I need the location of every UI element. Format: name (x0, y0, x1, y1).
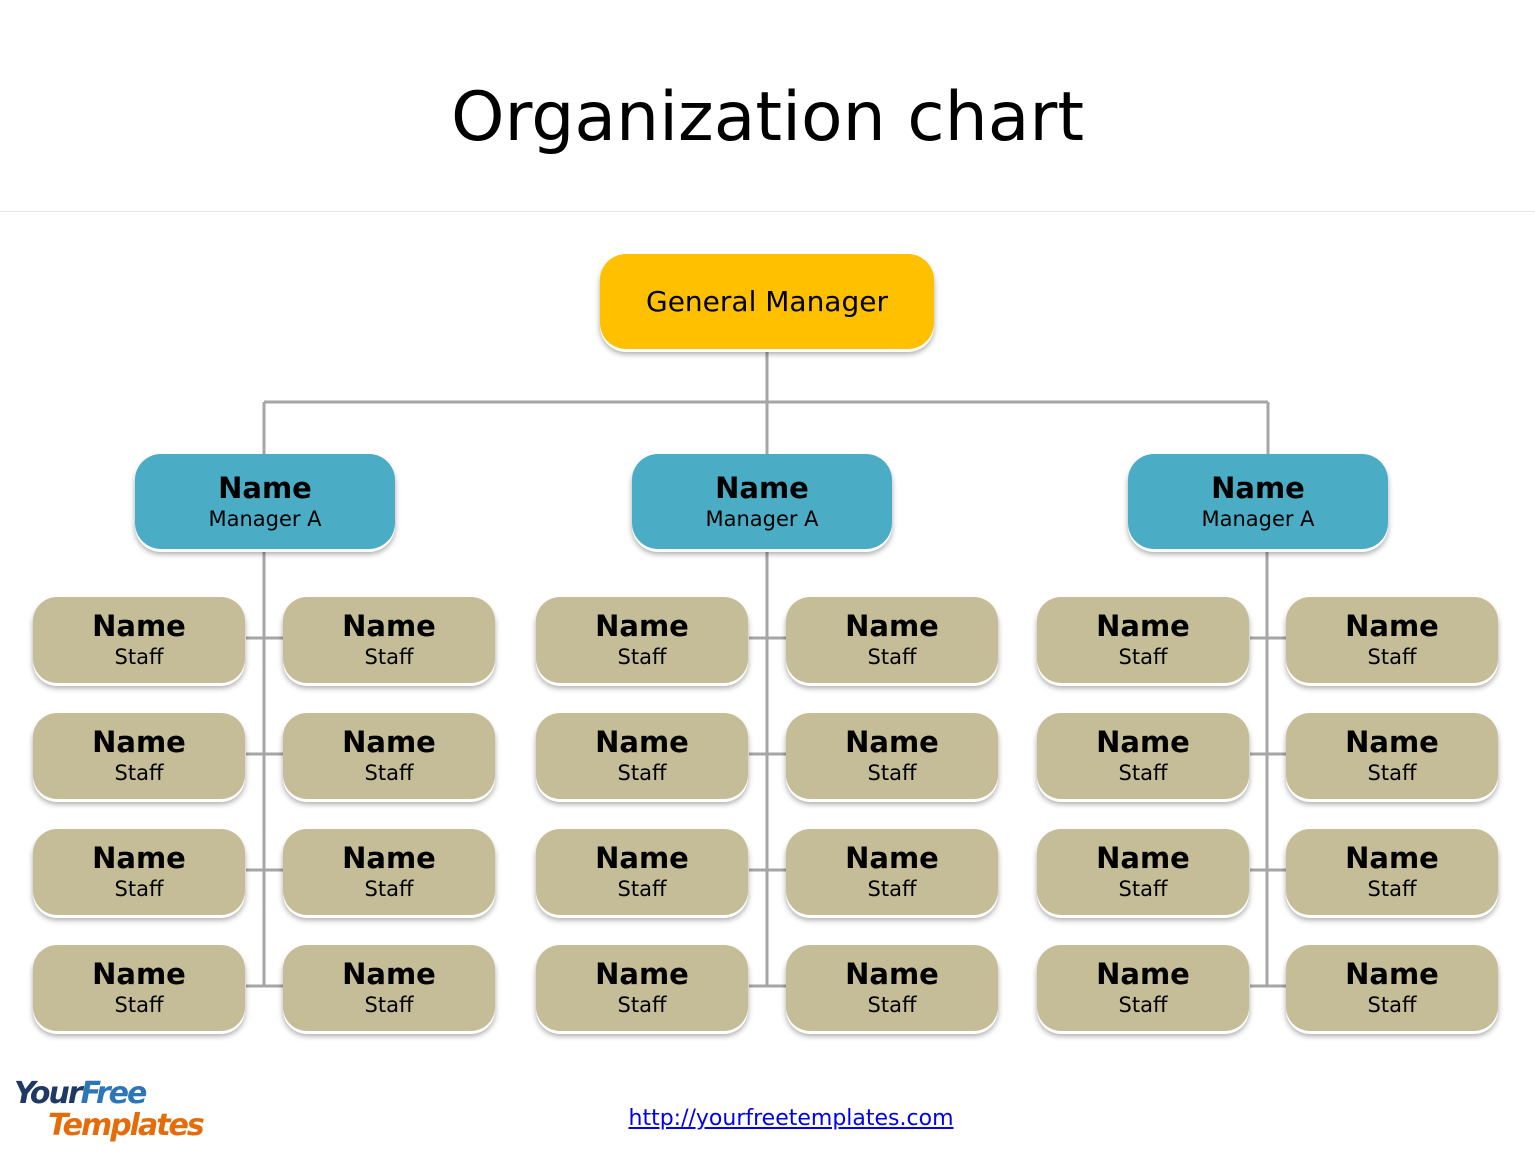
staff-name: Name (845, 609, 939, 643)
staff-role: Staff (364, 761, 414, 785)
logo-your: Your (14, 1076, 83, 1111)
manager-box-2: Name Manager A (632, 454, 892, 549)
staff-name: Name (1096, 609, 1190, 643)
staff-name: Name (92, 725, 186, 759)
staff-name: Name (92, 609, 186, 643)
staff-role: Staff (114, 877, 164, 901)
manager-name: Name (715, 470, 809, 505)
staff-role: Staff (1118, 993, 1168, 1017)
manager-name: Name (218, 470, 312, 505)
staff-name: Name (845, 841, 939, 875)
manager-box-3: Name Manager A (1128, 454, 1388, 549)
title-divider (0, 211, 1535, 212)
staff-name: Name (1096, 841, 1190, 875)
staff-role: Staff (867, 761, 917, 785)
staff-role: Staff (1367, 761, 1417, 785)
staff-name: Name (92, 841, 186, 875)
staff-name: Name (342, 725, 436, 759)
staff-role: Staff (114, 761, 164, 785)
manager-role: Manager A (1201, 506, 1315, 531)
logo-free: Free (80, 1076, 148, 1111)
staff-role: Staff (617, 993, 667, 1017)
staff-role: Staff (1367, 993, 1417, 1017)
staff-name: Name (92, 957, 186, 991)
staff-name: Name (845, 957, 939, 991)
yourfreetemplates-logo: YourFree Templates (14, 1076, 205, 1143)
staff-name: Name (1345, 841, 1439, 875)
staff-name: Name (1345, 957, 1439, 991)
staff-role: Staff (617, 877, 667, 901)
staff-role: Staff (867, 645, 917, 669)
staff-name: Name (342, 841, 436, 875)
staff-name: Name (342, 609, 436, 643)
staff-name: Name (595, 725, 689, 759)
staff-name: Name (595, 841, 689, 875)
staff-role: Staff (1367, 877, 1417, 901)
staff-name: Name (1345, 725, 1439, 759)
staff-role: Staff (867, 993, 917, 1017)
staff-role: Staff (364, 993, 414, 1017)
manager-role: Manager A (208, 506, 322, 531)
staff-role: Staff (364, 645, 414, 669)
staff-name: Name (342, 957, 436, 991)
staff-role: Staff (114, 993, 164, 1017)
manager-name: Name (1211, 470, 1305, 505)
staff-name: Name (1096, 725, 1190, 759)
staff-role: Staff (1118, 761, 1168, 785)
staff-role: Staff (1118, 877, 1168, 901)
staff-role: Staff (364, 877, 414, 901)
logo-templates: Templates (48, 1108, 205, 1143)
general-manager-label: General Manager (646, 285, 888, 318)
manager-box-1: Name Manager A (135, 454, 395, 549)
staff-role: Staff (114, 645, 164, 669)
staff-name: Name (845, 725, 939, 759)
staff-name: Name (595, 957, 689, 991)
staff-role: Staff (1118, 645, 1168, 669)
general-manager-box: General Manager (600, 254, 934, 349)
manager-role: Manager A (705, 506, 819, 531)
staff-role: Staff (867, 877, 917, 901)
page-title: Organization chart (450, 78, 1085, 157)
staff-role: Staff (617, 645, 667, 669)
staff-name: Name (1345, 609, 1439, 643)
staff-role: Staff (617, 761, 667, 785)
staff-name: Name (1096, 957, 1190, 991)
footer-url-link[interactable]: http://yourfreetemplates.com (628, 1106, 954, 1131)
staff-role: Staff (1367, 645, 1417, 669)
staff-name: Name (595, 609, 689, 643)
